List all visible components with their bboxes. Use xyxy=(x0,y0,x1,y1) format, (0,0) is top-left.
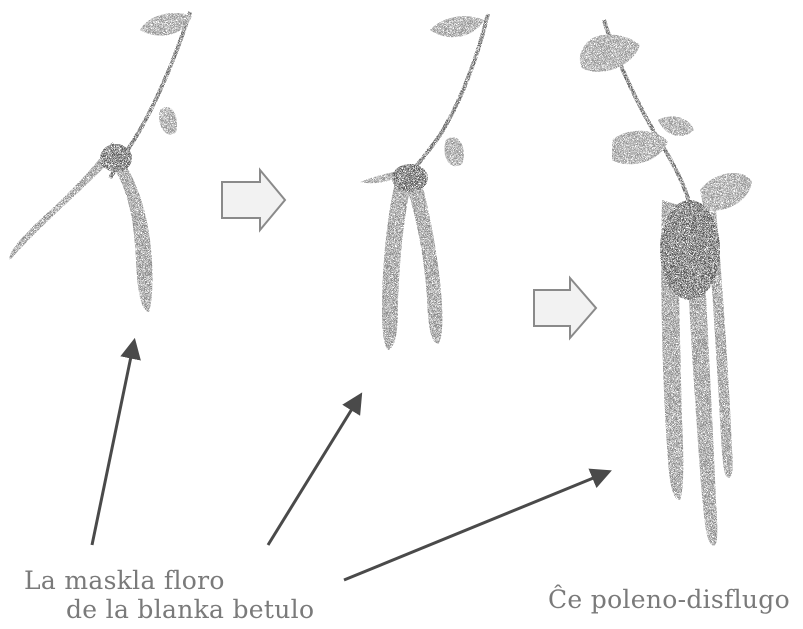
catkin-base-3 xyxy=(660,200,720,300)
leaf-bud-2b xyxy=(444,137,463,166)
arrow-pointer-icon xyxy=(344,472,608,580)
leaf-3d xyxy=(700,173,752,211)
leaf-3a xyxy=(580,34,640,71)
stage-3-branch xyxy=(580,20,752,546)
leaf-3c xyxy=(658,116,694,136)
arrow-pointer-icon xyxy=(268,396,360,545)
catkin-2b xyxy=(406,176,442,344)
stage-2-branch xyxy=(360,14,488,350)
male-flower-caption-line-1: La maskla floro xyxy=(24,566,225,595)
catkin-base-1 xyxy=(100,144,132,172)
male-flower-caption-line-2: de la blanka betulo xyxy=(66,595,314,624)
leaf-3b xyxy=(612,131,668,165)
arrow-pointer-icon xyxy=(92,342,134,545)
catkin-base-2 xyxy=(392,164,428,192)
stage-1-branch xyxy=(10,12,192,312)
pollen-release-caption: Ĉe poleno-disflugo xyxy=(548,585,790,614)
catkin-2a xyxy=(382,178,410,350)
leaf-bud-2a xyxy=(430,16,484,37)
leaf-bud-1b xyxy=(159,107,177,134)
block-arrow-right-icon xyxy=(534,278,596,338)
block-arrow-right-icon xyxy=(222,170,285,230)
